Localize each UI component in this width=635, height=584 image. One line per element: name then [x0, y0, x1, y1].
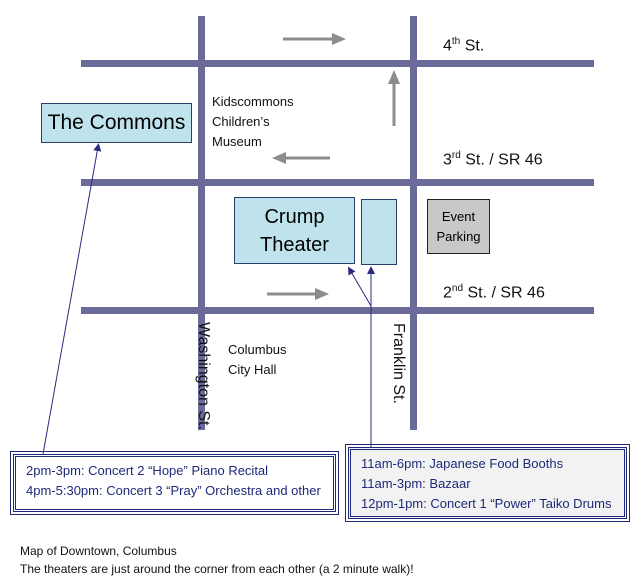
kidscommons-museum-label: Kidscommons Children’s Museum: [212, 94, 294, 149]
schedule-item: 4pm-5:30pm: Concert 3 “Pray” Orchestra a…: [26, 483, 321, 498]
city-hall-label: Columbus City Hall: [228, 342, 287, 377]
crump-schedule-box: 11am-6pm: Japanese Food Booths 11am-3pm:…: [345, 444, 630, 522]
schedule-item: 11am-6pm: Japanese Food Booths: [361, 456, 564, 471]
crump-theater-building: Crump Theater: [234, 197, 355, 264]
street-3rd: [81, 179, 594, 186]
map-caption-note: The theaters are just around the corner …: [20, 562, 414, 576]
street-2nd: [81, 307, 594, 314]
label-3rd-st: 3rd St. / SR 46: [443, 150, 543, 169]
label-4th-st: 4th St.: [443, 36, 485, 55]
street-washington: [198, 16, 205, 430]
the-commons-building: The Commons: [41, 103, 192, 143]
commons-schedule-box: 2pm-3pm: Concert 2 “Hope” Piano Recital …: [10, 451, 339, 515]
arrow-right-2nd-icon: [267, 288, 329, 300]
schedule-item: 11am-3pm: Bazaar: [361, 476, 471, 491]
schedule-item: 12pm-1pm: Concert 1 “Power” Taiko Drums: [361, 496, 612, 511]
map-caption-title: Map of Downtown, Columbus: [20, 544, 177, 558]
street-franklin: [410, 16, 417, 430]
commons-label: The Commons: [47, 111, 186, 134]
pointer-to-crump: [347, 266, 372, 307]
event-parking-lot: Event Parking: [427, 199, 490, 254]
schedule-item: 2pm-3pm: Concert 2 “Hope” Piano Recital: [26, 463, 269, 478]
label-2nd-st: 2nd St. / SR 46: [443, 283, 545, 302]
street-4th: [81, 60, 594, 67]
label-washington-st: Washington St.: [195, 322, 212, 430]
label-franklin-st: Franklin St.: [390, 323, 407, 404]
crump-theater-annex: [361, 199, 397, 265]
arrow-up-franklin-icon: [388, 70, 400, 126]
arrow-left-3rd-icon: [272, 152, 330, 164]
arrow-right-4th-icon: [283, 33, 346, 45]
pointer-to-commons: [42, 143, 102, 455]
